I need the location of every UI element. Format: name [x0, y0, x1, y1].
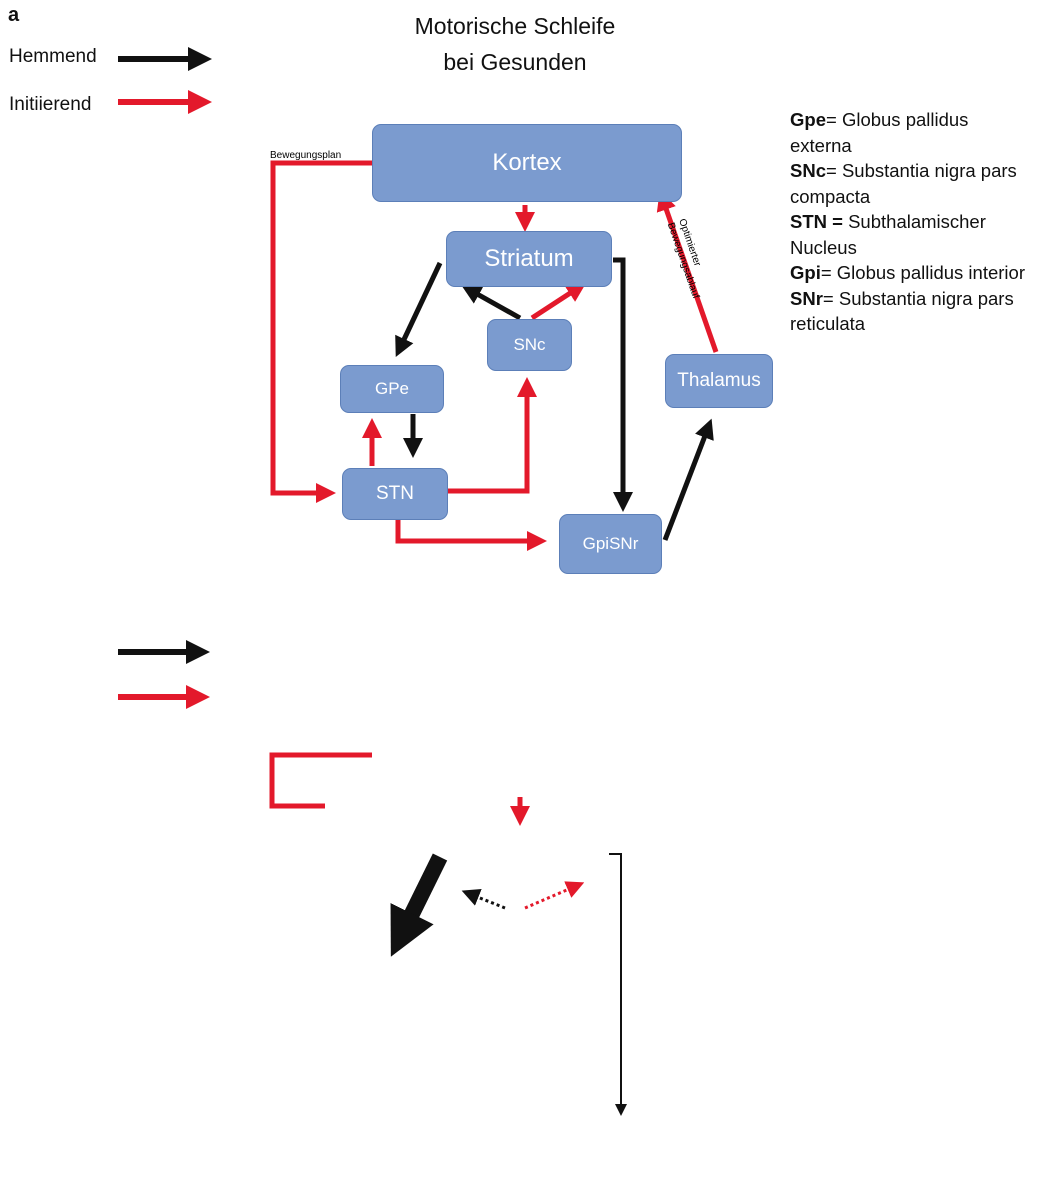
arrow-stn-snc [448, 377, 537, 494]
box-snc-label: SNc [513, 335, 546, 355]
box-snc: SNc [487, 319, 572, 371]
box-thalamus: Thalamus [665, 354, 773, 408]
arrow-striatum-gpe [395, 261, 443, 358]
label-optimiert: Optimierter Bewegungsablauf [665, 217, 703, 300]
title-line2: bei Gesunden [443, 49, 587, 75]
box-gpe: GPe [340, 365, 444, 413]
box-stn: STN [342, 468, 448, 520]
box-snr-label: SNr [609, 534, 639, 554]
title-line1: Motorische Schleife [414, 13, 616, 39]
diagram-title-a: Motorische Schleife bei Gesunden [365, 8, 665, 80]
arrow-kortex-stn [270, 160, 372, 503]
arrow-striatum-internes [609, 853, 627, 1116]
box-striatum: Striatum [446, 231, 612, 287]
label-bewegungsplan: Bewegungsplan [270, 150, 341, 161]
arrow-snc-striatum-excite [530, 282, 587, 321]
panel-label-a: a [8, 4, 20, 26]
panel-a-arrows: Bewegungsplan Optimierter Bewegungsablau… [118, 47, 719, 551]
box-thalamus-label: Thalamus [677, 370, 761, 392]
arrow-snc-striatum-excite [524, 881, 585, 910]
arrow-striatum-gpi [613, 257, 633, 512]
key-entry: STN = Subthalamischer Nucleus [790, 211, 986, 258]
arrow-snc-striatum-inhibit [461, 888, 506, 910]
legend-inhibit-label: Hemmend [9, 46, 97, 67]
panel-b-arrows [118, 640, 627, 1116]
arrow-gpi-thalamus [662, 418, 714, 541]
key-entry: Gpe= Globus pallidus externa [790, 109, 969, 156]
box-kortex-label: Kortex [492, 149, 562, 177]
box-stn-label: STN [376, 483, 414, 505]
abbreviation-key-a: Gpe= Globus pallidus externa SNc= Substa… [790, 107, 1030, 337]
panel-a: Bewegungsplan Optimierter Bewegungsablau… [0, 0, 1049, 590]
arrow-kortex-stn [269, 752, 372, 809]
arrow-striatum-externes [390, 853, 448, 957]
arrow-thalamus-kortex [656, 190, 719, 353]
box-striatum-label: Striatum [484, 245, 574, 273]
panel-b [0, 590, 1049, 1186]
box-gpe-label: GPe [374, 379, 410, 399]
box-kortex: Kortex [372, 124, 682, 202]
key-entry: Gpi= Globus pallidus interior [790, 262, 1025, 283]
arrow-snc-striatum-inhibit [461, 285, 522, 321]
arrow-stn-gpi [395, 520, 547, 551]
box-gpi-label: Gpi [582, 534, 610, 554]
legend-excite-label: Initiierend [9, 94, 92, 115]
box-gpi-snr: Gpi SNr [559, 514, 662, 574]
key-entry: SNr= Substantia nigra pars reticulata [790, 287, 1014, 335]
key-entry: SNc= Substantia nigra pars compacta [790, 160, 1017, 207]
